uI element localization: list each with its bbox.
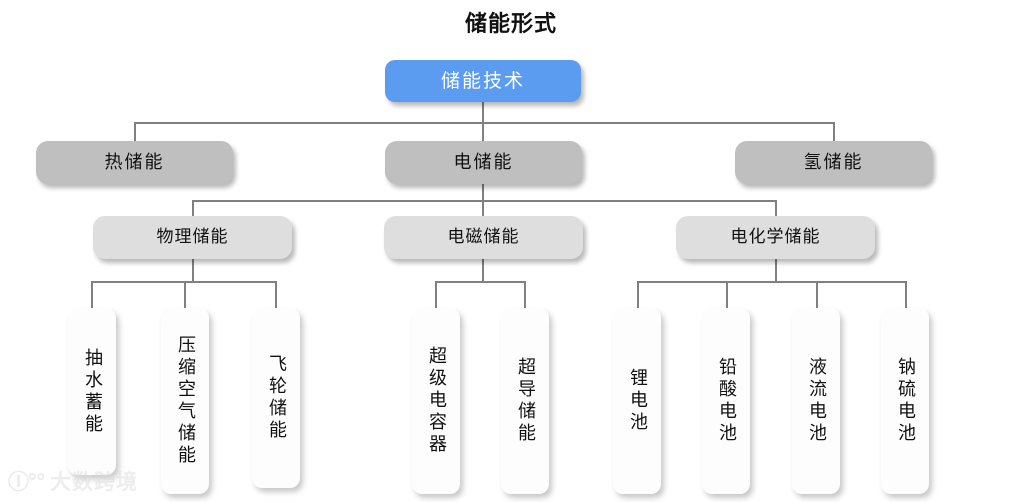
connector-electrochemical-drop-2 bbox=[726, 281, 728, 308]
connector-physical-drop-3 bbox=[275, 281, 277, 308]
connector-electrochemical-drop-4 bbox=[905, 281, 907, 308]
connector-level3-drop-3 bbox=[775, 200, 777, 217]
connector-electromagnetic-drop-2 bbox=[524, 281, 526, 308]
connector-level3-drop-1 bbox=[192, 200, 194, 217]
node-label: 超级电容器 bbox=[426, 346, 447, 456]
leaf-sodium-sulfur-battery[interactable]: 钠硫电池 bbox=[881, 308, 929, 494]
leaf-compressed-air-storage[interactable]: 压缩空气储能 bbox=[161, 308, 209, 494]
node-label: 电储能 bbox=[453, 151, 514, 173]
leaf-lead-acid-battery[interactable]: 铅酸电池 bbox=[702, 308, 750, 494]
node-label: 热储能 bbox=[104, 151, 165, 173]
node-label: 物理储能 bbox=[156, 227, 229, 248]
node-label: 电磁储能 bbox=[447, 227, 520, 248]
node-label: 锂电池 bbox=[627, 368, 648, 434]
connector-electrochemical-stub bbox=[775, 259, 777, 282]
connector-electromagnetic-drop-1 bbox=[435, 281, 437, 308]
node-electromagnetic-storage[interactable]: 电磁储能 bbox=[384, 216, 583, 259]
leaf-pumped-hydro-storage[interactable]: 抽水蓄能 bbox=[68, 308, 116, 475]
connector-root-stub bbox=[482, 101, 484, 123]
connector-electrochemical-bus bbox=[637, 281, 907, 283]
connector-level3-drop-2 bbox=[482, 200, 484, 217]
connector-level2-drop-1 bbox=[134, 122, 136, 141]
node-label: 电化学储能 bbox=[730, 227, 821, 248]
node-label: 储能技术 bbox=[440, 69, 525, 92]
leaf-lithium-battery[interactable]: 锂电池 bbox=[613, 308, 661, 494]
connector-physical-drop-1 bbox=[91, 281, 93, 308]
node-electrochemical-storage[interactable]: 电化学储能 bbox=[676, 216, 875, 259]
connector-level3-bus bbox=[192, 200, 776, 202]
node-label: 压缩空气储能 bbox=[175, 335, 196, 467]
node-label: 抽水蓄能 bbox=[82, 347, 103, 436]
connector-electrochemical-drop-3 bbox=[816, 281, 818, 308]
leaf-flow-battery[interactable]: 液流电池 bbox=[792, 308, 840, 494]
node-label: 超导储能 bbox=[515, 357, 536, 445]
node-label: 钠硫电池 bbox=[895, 357, 916, 445]
node-label: 铅酸电池 bbox=[716, 357, 737, 445]
node-root-storage-technology[interactable]: 储能技术 bbox=[385, 60, 581, 102]
connector-electromagnetic-stub bbox=[482, 259, 484, 282]
node-label: 液流电池 bbox=[806, 357, 827, 445]
node-thermal-storage[interactable]: 热储能 bbox=[36, 141, 233, 184]
leaf-supercapacitor[interactable]: 超级电容器 bbox=[412, 308, 460, 494]
connector-physical-stub bbox=[192, 259, 194, 282]
connector-physical-drop-2 bbox=[184, 281, 186, 308]
watermark-logo-icon: Ⓘ°° bbox=[8, 470, 46, 494]
page-title: 储能形式 bbox=[464, 12, 557, 37]
connector-level2-drop-3 bbox=[833, 122, 835, 141]
leaf-flywheel-storage[interactable]: 飞轮储能 bbox=[252, 308, 300, 488]
leaf-superconducting-storage[interactable]: 超导储能 bbox=[501, 308, 549, 494]
connector-dianchunengn-stub bbox=[482, 183, 484, 200]
connector-electrochemical-drop-1 bbox=[637, 281, 639, 308]
node-label: 氢储能 bbox=[803, 151, 864, 173]
connector-level2-bus bbox=[134, 122, 834, 124]
node-physical-storage[interactable]: 物理储能 bbox=[93, 216, 292, 259]
node-hydrogen-storage[interactable]: 氢储能 bbox=[735, 141, 932, 184]
connector-electromagnetic-bus bbox=[435, 281, 526, 283]
node-label: 飞轮储能 bbox=[266, 354, 287, 442]
node-electric-storage[interactable]: 电储能 bbox=[385, 141, 582, 184]
connector-level2-drop-2 bbox=[482, 122, 484, 141]
